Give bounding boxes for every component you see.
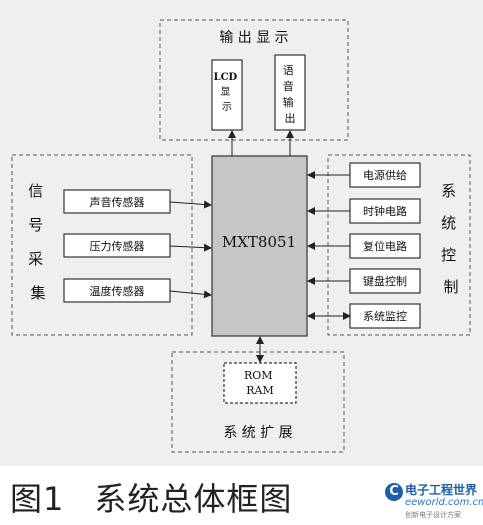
temperature-sensor-label: 温度传感器 [90,284,145,298]
output-group-title: 输 出 显 示 [219,30,288,46]
figure-number: 图1 [10,480,65,518]
pressure-sensor-box [63,233,171,258]
memory-box [223,362,297,404]
eeworld-logo: C 电子工程世界 eeworld.com.cn 创新电子设计方案 [385,481,483,521]
pressure-sensor-label: 压力传感器 [90,240,145,253]
voice-output-box [274,54,306,131]
reset-circuit-box [349,233,421,259]
logo-name: 电子工程世界 [405,483,478,497]
control-group-title: 系 统 控 制 [441,182,461,296]
clock-circuit-label: 时钟电路 [363,204,407,218]
signal-group-title: 信 号 采 集 [28,182,48,302]
reset-circuit-label: 复位电路 [363,239,407,253]
control-group-box [327,154,471,336]
system-monitor-label: 系统监控 [363,309,407,323]
arrow-pressure-to-cpu [169,243,212,252]
signal-group-box [11,154,193,336]
sound-sensor-box [63,189,171,214]
power-supply-label: 电源供给 [363,168,407,182]
logo-slogan: 创新电子设计方案 [405,511,461,519]
block-diagram: 输 出 显 示 LCD 显 示 语 音 输 出 信 号 采 集 声音传感器 压力… [11,19,471,453]
temperature-sensor-box [63,278,171,303]
cpu-label: MXT8051 [222,233,296,251]
expansion-group-title: 系 统 扩 展 [223,425,292,441]
cpu-block [211,155,308,337]
clock-circuit-box [349,198,421,224]
logo-c-icon: C [385,483,403,501]
sound-sensor-label: 声音传感器 [90,195,145,209]
arrow-temperature-to-cpu [169,290,212,299]
voice-output-label: 语 音 输 出 [283,64,298,125]
power-supply-box [349,162,421,188]
arrow-sound-to-cpu [169,200,212,209]
output-group-box [159,19,349,141]
lcd-display-box [211,59,243,131]
figure-title: 系统总体框图 [94,480,293,518]
system-monitor-box [349,303,421,329]
memory-label: ROM RAM [244,369,276,397]
keyboard-control-label: 键盘控制 [363,274,407,288]
logo-url: eeworld.com.cn [405,497,483,508]
lcd-display-label: LCD 显 示 [214,72,241,113]
figure-caption: 图1 系统总体框图 [10,474,292,520]
keyboard-control-box [349,268,421,294]
